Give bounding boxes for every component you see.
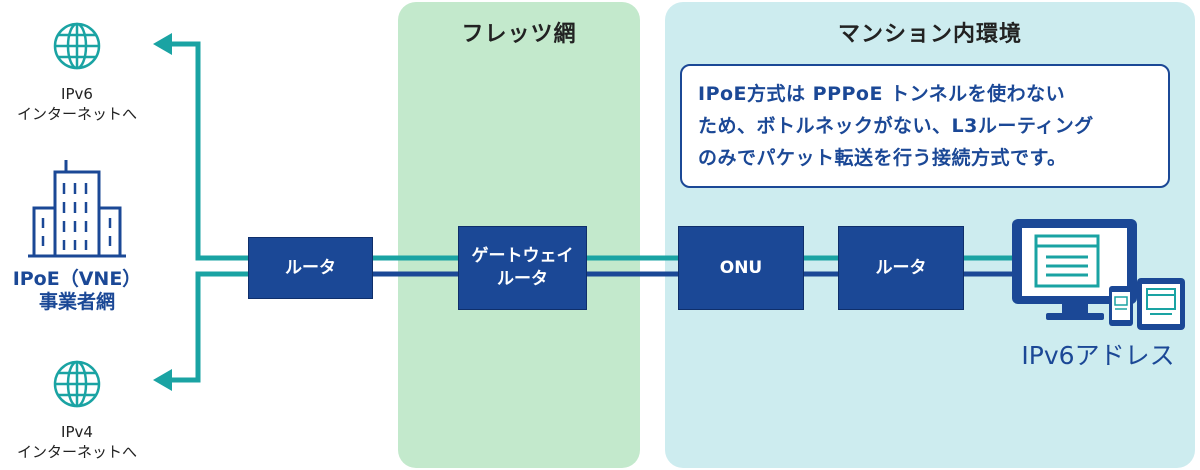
ipv6-line-to-internet <box>168 41 248 261</box>
globe-icon <box>53 360 101 408</box>
note-line: IPoE方式は PPPoE トンネルを使わない <box>698 83 1066 105</box>
ipv4-internet-label: IPv4 インターネットへ <box>16 423 137 461</box>
ipv6-address-label: IPv6アドレス <box>1021 341 1175 370</box>
ipv4-arrow-head <box>153 369 172 391</box>
tablet-icon <box>1137 278 1185 330</box>
ipv6-internet-label: IPv6 インターネットへ <box>16 85 137 123</box>
gateway-router-box: ゲートウェイ ルータ <box>458 226 587 310</box>
globe-icon <box>53 22 101 70</box>
home-router-box: ルータ <box>838 226 964 310</box>
mansion-zone-title: マンション内環境 <box>837 22 1022 47</box>
vne-network-label: IPoE（VNE） 事業者網 <box>12 268 142 313</box>
ipv4-line-to-internet <box>168 271 248 383</box>
onu-box: ONU <box>678 226 804 310</box>
ipoe-description-note: IPoE方式は PPPoE トンネルを使わない ため、ボトルネックがない、L3ル… <box>680 64 1170 188</box>
note-line: のみでパケット転送を行う接続方式です。 <box>698 147 1067 169</box>
monitor-icon <box>1012 219 1137 320</box>
note-line: ため、ボトルネックがない、L3ルーティング <box>698 115 1094 137</box>
building-icon <box>28 160 126 258</box>
smartphone-icon <box>1109 286 1133 326</box>
flets-zone-title: フレッツ網 <box>461 22 577 47</box>
vne-router-box: ルータ <box>248 237 373 299</box>
ipv6-arrow-head <box>153 33 172 55</box>
